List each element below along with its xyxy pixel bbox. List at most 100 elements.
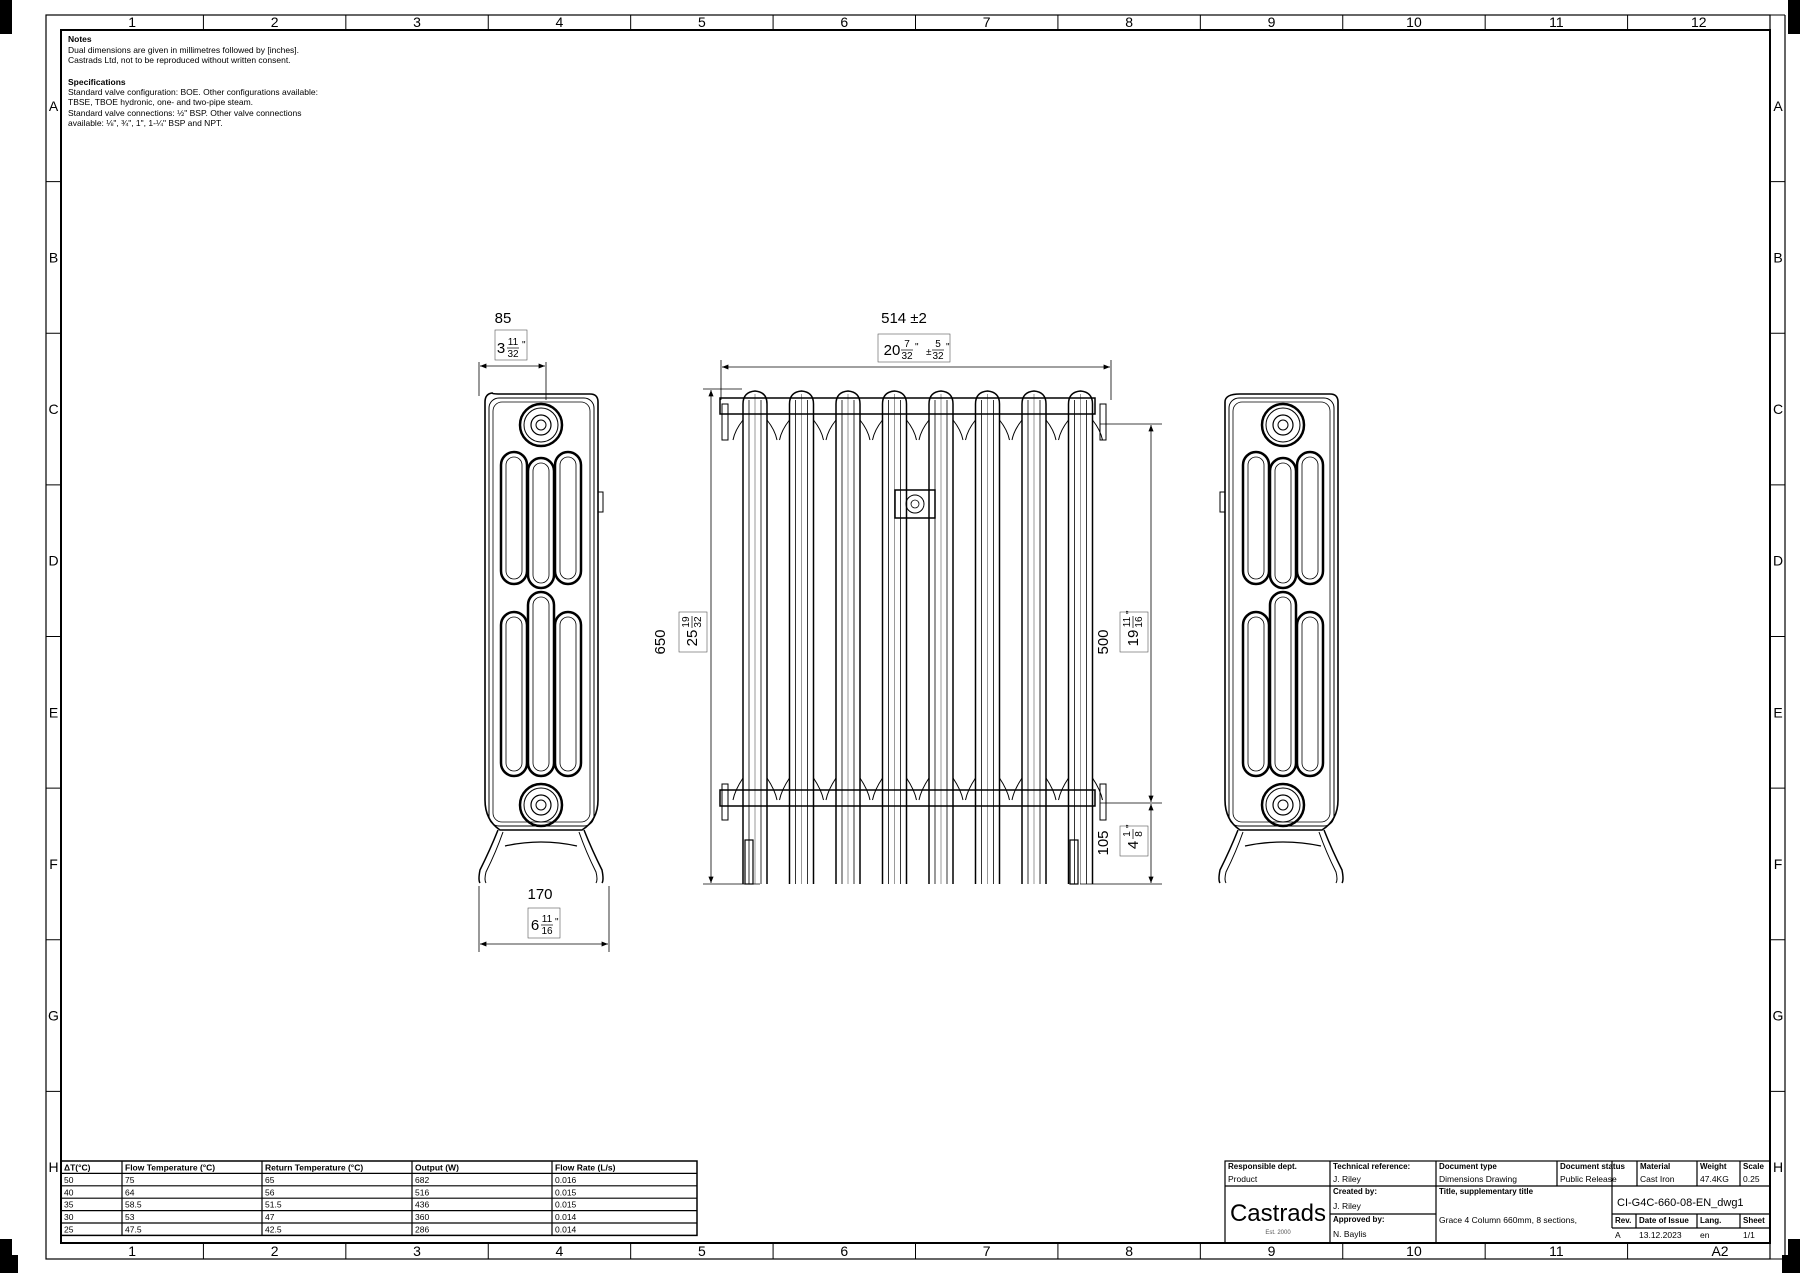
zone-row-label-right: F	[1774, 856, 1783, 872]
zone-column-label-bottom: 10	[1406, 1243, 1422, 1259]
material-label: Material	[1640, 1162, 1670, 1171]
zone-column-label-bottom: 3	[413, 1243, 421, 1259]
spec-line: available: ⅛", ¾", 1", 1-¼" BSP and NPT.	[68, 118, 223, 128]
table-header-cell: Flow Temperature (°C)	[125, 1163, 215, 1173]
dim-floor-in-whole: 4	[1125, 841, 1142, 849]
scale-value: 0.25	[1743, 1174, 1760, 1184]
zone-row-label-left: D	[48, 553, 58, 569]
dim-side-top-mm: 85	[495, 310, 512, 327]
radiator-section	[732, 390, 778, 884]
document-type-value: Dimensions Drawing	[1439, 1174, 1517, 1184]
table-header-cell: Output (W)	[415, 1163, 459, 1173]
zone-column-label-bottom: 4	[556, 1243, 564, 1259]
sheet-frame	[45, 14, 1771, 1260]
radiator-front-view	[719, 390, 1107, 885]
zone-row-label-right: E	[1773, 704, 1782, 720]
drawing-number: CI-G4C-660-08-EN_dwg1	[1617, 1197, 1744, 1209]
table-cell: 47	[265, 1212, 275, 1222]
title-label: Title, supplementary title	[1439, 1187, 1534, 1196]
zone-column-label-top: 5	[698, 14, 706, 30]
dim-floor-in-den: 8	[1134, 831, 1145, 837]
performance-table: ΔT(°C)Flow Temperature (°C)Return Temper…	[60, 1160, 698, 1237]
technical-reference-label: Technical reference:	[1333, 1162, 1410, 1171]
weight-label: Weight	[1700, 1162, 1727, 1171]
zone-row-label-left: C	[48, 401, 58, 417]
radiator-section	[965, 390, 1010, 884]
zone-column-label-bottom: 11	[1549, 1243, 1564, 1259]
table-cell: 0.015	[555, 1200, 577, 1210]
zone-column-label-bottom: 7	[983, 1243, 991, 1259]
dim-width-tolerance-sign: ±	[926, 347, 932, 358]
table-cell: 56	[265, 1187, 275, 1197]
dim-side-bottom-in-whole: 6	[531, 917, 539, 934]
dim-side-bottom-in-num: 11	[542, 914, 553, 925]
zone-column-label-bottom: 5	[698, 1243, 706, 1259]
dimension-labels: 85 3 11 32 " 170 6 11 16 " 514 ±2 20 7 3…	[495, 310, 1145, 937]
dim-side-top-in-num: 11	[508, 337, 519, 348]
zone-column-label-top: 10	[1406, 14, 1422, 30]
zone-row-label-right: G	[1773, 1008, 1784, 1024]
inch-mark: "	[946, 342, 950, 353]
dim-side-top-in-den: 32	[507, 349, 519, 360]
zone-row-label-right: D	[1773, 553, 1783, 569]
table-cell: 58.5	[125, 1200, 142, 1210]
created-by-label: Created by:	[1333, 1187, 1377, 1196]
table-cell: 516	[415, 1187, 429, 1197]
approved-by-value: N. Baylis	[1333, 1229, 1367, 1239]
sheet-value: 1/1	[1743, 1230, 1755, 1240]
dim-height-in-num: 19	[681, 616, 692, 628]
notes-line: Dual dimensions are given in millimetres…	[68, 45, 299, 55]
lang-value: en	[1700, 1230, 1710, 1240]
zone-column-label-top: 6	[840, 14, 848, 30]
inch-mark: "	[555, 917, 559, 928]
zone-column-label-top: 12	[1691, 14, 1707, 30]
date-of-issue-value: 13.12.2023	[1639, 1230, 1682, 1240]
zone-column-label-bottom: 8	[1125, 1243, 1133, 1259]
dim-width-in-den: 32	[901, 351, 913, 362]
dim-floor-mm: 105	[1095, 830, 1112, 855]
zone-column-label-top: 9	[1268, 14, 1276, 30]
rev-value: A	[1615, 1230, 1621, 1240]
zone-column-label-top: 2	[271, 14, 279, 30]
zone-row-label-left: B	[49, 249, 58, 265]
radiator-section	[918, 390, 964, 884]
dim-height-in-whole: 25	[684, 630, 701, 647]
inch-mark: "	[1125, 824, 1136, 828]
table-cell: 40	[64, 1187, 74, 1197]
table-cell: 25	[64, 1225, 74, 1235]
responsible-dept-label: Responsible dept.	[1228, 1162, 1297, 1171]
technical-reference-value: J. Riley	[1333, 1174, 1362, 1184]
table-header-cell: Return Temperature (°C)	[265, 1163, 363, 1173]
dim-width-tol-den: 32	[932, 351, 944, 362]
table-cell: 50	[64, 1175, 74, 1185]
table-cell: 75	[125, 1175, 135, 1185]
notes-line: Castrads Ltd, not to be reproduced witho…	[68, 55, 291, 65]
table-cell: 51.5	[265, 1200, 282, 1210]
zone-row-label-right: H	[1773, 1159, 1783, 1175]
material-value: Cast Iron	[1640, 1174, 1675, 1184]
dim-centres-in-den: 16	[1134, 616, 1145, 628]
zone-column-label-bottom: 1	[128, 1243, 136, 1259]
rev-label: Rev.	[1615, 1216, 1631, 1225]
radiator-section	[1011, 390, 1057, 884]
zone-column-label-top: 4	[556, 14, 564, 30]
table-cell: 360	[415, 1212, 429, 1222]
dim-floor-in-num: 1	[1122, 831, 1133, 837]
drawing-title: Grace 4 Column 660mm, 8 sections,	[1439, 1215, 1577, 1225]
created-by-value: J. Riley	[1333, 1201, 1362, 1211]
dim-side-top-in-whole: 3	[497, 340, 505, 357]
dim-side-bottom-in-den: 16	[541, 926, 553, 937]
zone-column-label-top: 11	[1549, 14, 1564, 30]
zone-row-label-right: C	[1773, 401, 1783, 417]
table-cell: 30	[64, 1212, 74, 1222]
zone-column-label-top: 1	[128, 14, 136, 30]
table-cell: 436	[415, 1200, 429, 1210]
table-cell: 0.016	[555, 1175, 577, 1185]
dimension-lines	[478, 329, 1162, 952]
castrads-logo-tagline: Est. 2000	[1265, 1230, 1291, 1236]
radiator-section	[872, 390, 917, 884]
radiator-side-view-left	[478, 392, 604, 884]
zone-row-label-left: A	[49, 98, 59, 114]
lang-label: Lang.	[1700, 1216, 1721, 1225]
